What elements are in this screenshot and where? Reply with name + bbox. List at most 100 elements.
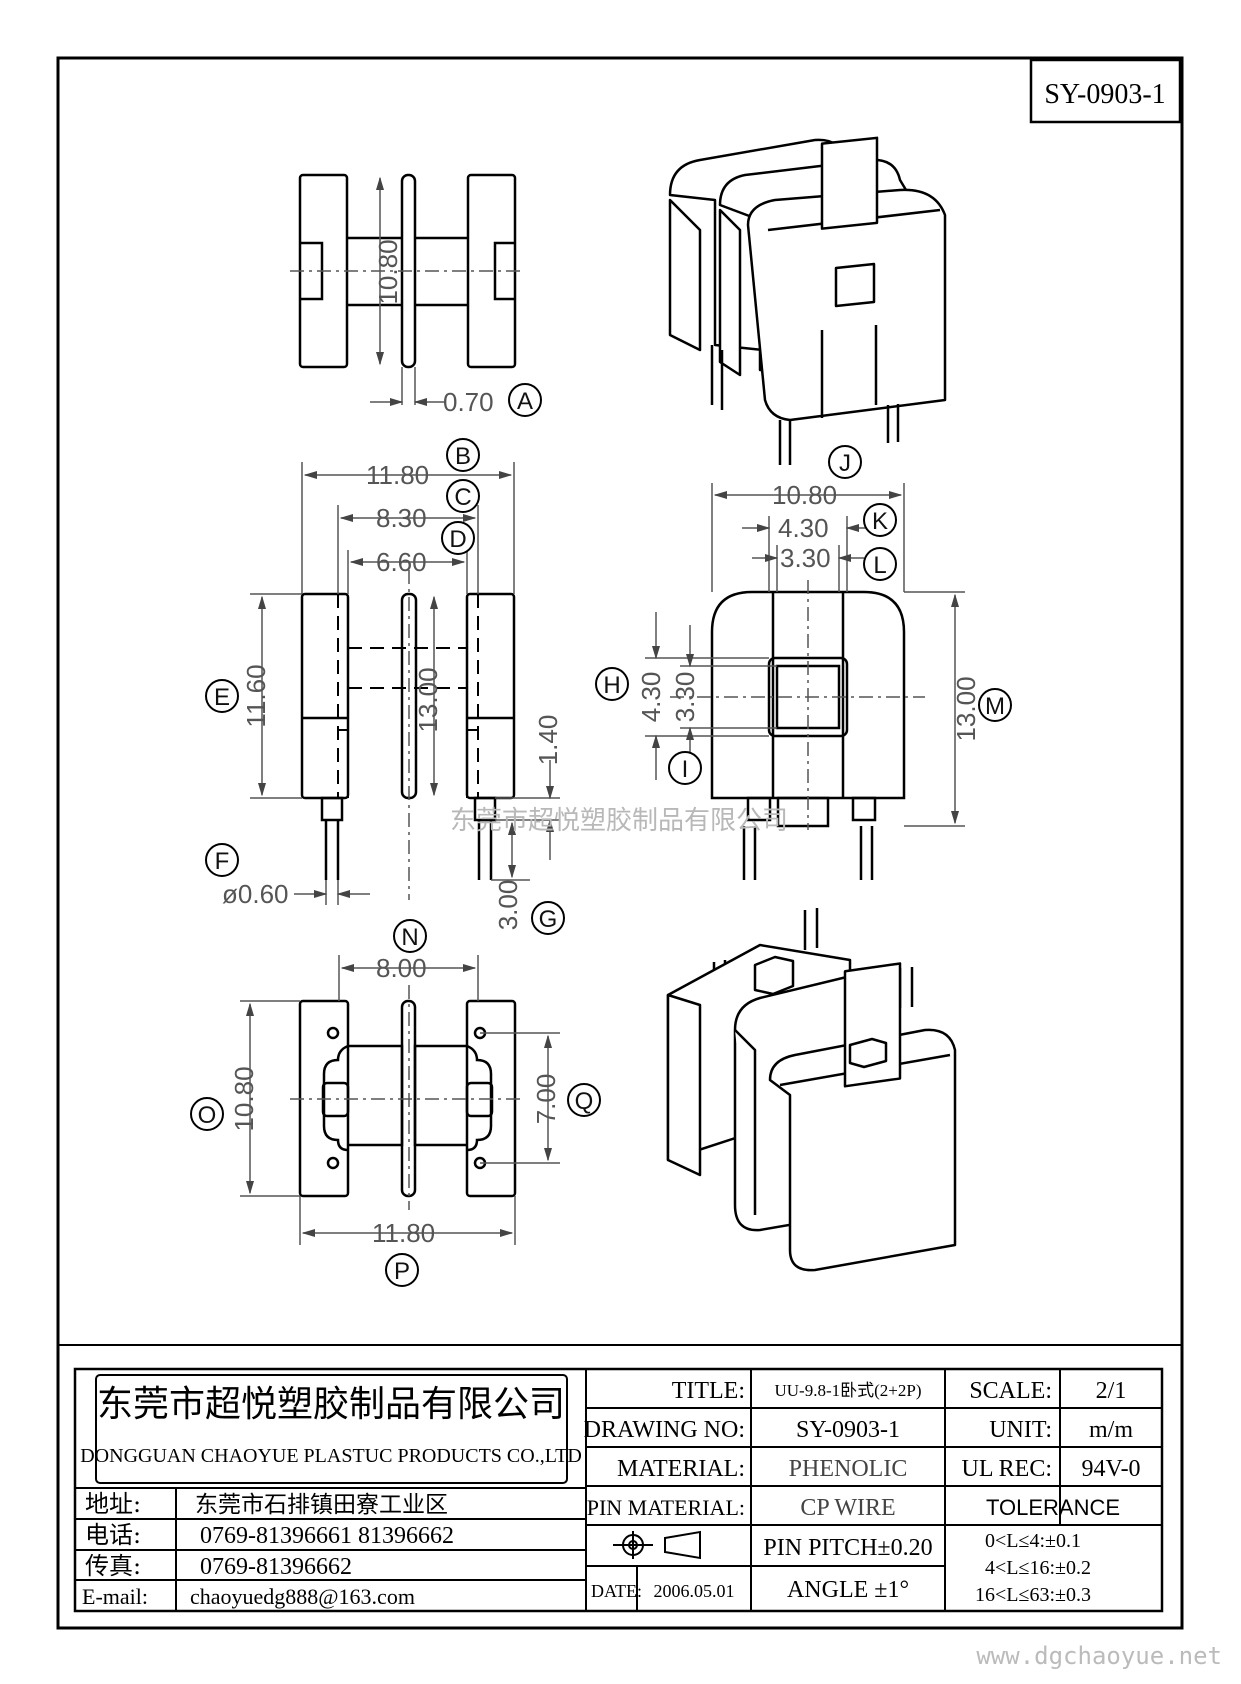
label-d: D [441, 521, 475, 555]
drawing-no-label: DRAWING NO: [584, 1417, 745, 1443]
email-label: E-mail: [82, 1584, 148, 1609]
dim-m-value: 13.00 [951, 676, 981, 741]
ul-rec-value: 94V-0 [1081, 1456, 1140, 1482]
svg-text:Q: Q [575, 1088, 594, 1115]
label-p: P [385, 1253, 419, 1287]
front-view-hidden-lines [337, 594, 479, 798]
svg-text:C: C [454, 484, 471, 511]
projection-symbol-icon [613, 1530, 701, 1560]
svg-text:A: A [517, 388, 533, 415]
title-value: UU-9.8-1卧式(2+2P) [775, 1381, 922, 1400]
unit-value: m/m [1089, 1417, 1133, 1443]
dim-n-value: 8.00 [376, 953, 427, 983]
fax-value: 0769-81396662 [200, 1554, 352, 1580]
svg-text:I: I [682, 756, 689, 783]
svg-text:F: F [215, 848, 230, 875]
scale-value: 2/1 [1096, 1378, 1127, 1404]
address-label: 地址: [85, 1490, 141, 1518]
company-name-en: DONGGUAN CHAOYUE PLASTUC PRODUCTS CO.,LT… [80, 1445, 582, 1467]
label-a: A [508, 383, 542, 417]
svg-text:M: M [985, 693, 1005, 720]
dim-j-value: 10.80 [772, 480, 837, 510]
material-value: PHENOLIC [789, 1456, 908, 1482]
sheet-border [56, 56, 1184, 1630]
dim-g-value: 3.00 [493, 880, 523, 931]
ul-rec-label: UL REC: [962, 1456, 1052, 1482]
scale-label: SCALE: [969, 1378, 1052, 1404]
label-k: K [863, 503, 897, 537]
label-c: C [446, 479, 480, 513]
label-h: H [595, 667, 629, 701]
svg-text:O: O [198, 1102, 217, 1129]
pin-pitch: PIN PITCH±0.20 [763, 1535, 932, 1561]
isometric-view-top [668, 136, 947, 465]
angle-tolerance: ANGLE ±1° [787, 1577, 909, 1603]
svg-text:L: L [873, 552, 886, 579]
label-m: M [978, 688, 1012, 722]
label-l: L [863, 547, 897, 581]
dim-b-value: 11.80 [366, 460, 429, 490]
label-n: N [393, 919, 427, 953]
tolerance-row-1: 0<L≤4:±0.1 [985, 1530, 1081, 1552]
label-b: B [446, 438, 480, 472]
material-label: MATERIAL: [617, 1456, 745, 1482]
svg-text:H: H [603, 672, 620, 699]
pin-material-label: PIN MATERIAL: [587, 1495, 745, 1520]
dim-p-value: 11.80 [372, 1218, 435, 1248]
dim-front-pin-gap: 1.40 [533, 715, 563, 766]
dim-e-value: 11.60 [241, 664, 271, 727]
pin-material-value: CP WIRE [800, 1495, 895, 1521]
address-value: 东莞市石排镇田寮工业区 [195, 1492, 448, 1518]
dim-l-value: 3.30 [780, 543, 831, 573]
phone-value: 0769-81396661 81396662 [200, 1523, 454, 1549]
watermark-site: www.dgchaoyue.net [976, 1642, 1222, 1670]
drawing-no-value: SY-0903-1 [796, 1417, 900, 1443]
dimension-labels: A B C D E F G H I J K L M N O P Q [190, 383, 1012, 1287]
dim-q-value: 7.00 [531, 1074, 561, 1125]
label-f: F [205, 843, 239, 877]
label-j: J [828, 445, 862, 479]
dim-i-value: 3.30 [670, 672, 700, 723]
tolerance-row-3: 16<L≤63:±0.3 [975, 1584, 1091, 1606]
fax-label: 传真: [85, 1552, 141, 1580]
tolerance-heading: TOLERANCE [986, 1495, 1120, 1520]
top-view-dimensions [290, 176, 525, 407]
label-i: I [668, 751, 702, 785]
front-view-dimensions [250, 462, 560, 905]
label-q: Q [567, 1083, 601, 1117]
bottom-view-dimensions [240, 955, 560, 1245]
svg-text:J: J [839, 450, 851, 477]
date-label: DATE: [591, 1581, 642, 1601]
dim-front-inner: 13.00 [413, 667, 443, 732]
svg-text:P: P [394, 1258, 410, 1285]
date-value: 2006.05.01 [654, 1581, 735, 1601]
svg-text:D: D [449, 526, 466, 553]
dim-f-value: ø0.60 [222, 879, 289, 909]
isometric-view-bottom [666, 908, 957, 1272]
title-block [73, 1367, 1164, 1613]
front-view [300, 592, 516, 880]
dim-o-value: 10.80 [229, 1066, 259, 1131]
label-g: G [531, 901, 565, 935]
dim-top-height: 10.80 [373, 239, 403, 304]
drawing-id-box [1029, 58, 1182, 124]
label-e: E [205, 679, 239, 713]
email-value: chaoyuedg888@163.com [190, 1584, 415, 1609]
svg-text:E: E [214, 684, 230, 711]
label-o: O [190, 1097, 224, 1131]
drawing-id: SY-0903-1 [1044, 79, 1165, 110]
dim-k-value: 4.30 [778, 513, 829, 543]
phone-label: 电话: [85, 1521, 141, 1549]
dim-d-value: 6.60 [376, 547, 427, 577]
svg-text:N: N [401, 924, 418, 951]
dim-a-value: 0.70 [443, 387, 494, 417]
watermark-center: 东莞市超悦塑胶制品有限公司 [450, 806, 788, 836]
title-label: TITLE: [672, 1378, 745, 1404]
unit-label: UNIT: [989, 1417, 1052, 1443]
svg-text:B: B [455, 443, 471, 470]
tolerance-row-2: 4<L≤16:±0.2 [985, 1557, 1091, 1579]
side-view-dimensions [645, 483, 965, 830]
svg-text:K: K [872, 508, 888, 535]
svg-text:G: G [539, 906, 558, 933]
